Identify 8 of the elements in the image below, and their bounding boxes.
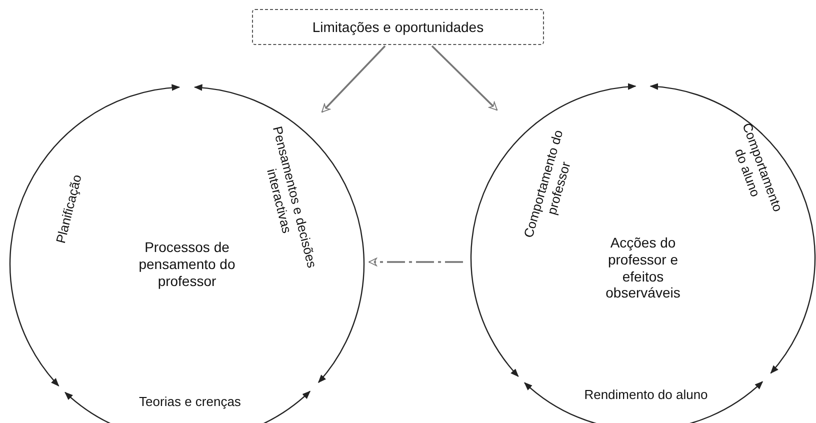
arrow [321, 45, 386, 113]
cycle-label: Teorias e crenças [139, 394, 241, 410]
arrow [368, 258, 463, 266]
circle-title: Processos de pensamento do professor [138, 238, 236, 290]
circle-title: Acções do professor e efeitos observáveis [604, 234, 682, 302]
arrow [431, 45, 498, 111]
cycle-label: Rendimento do aluno [584, 387, 708, 403]
label-box: Limitações e oportunidades [252, 9, 544, 45]
